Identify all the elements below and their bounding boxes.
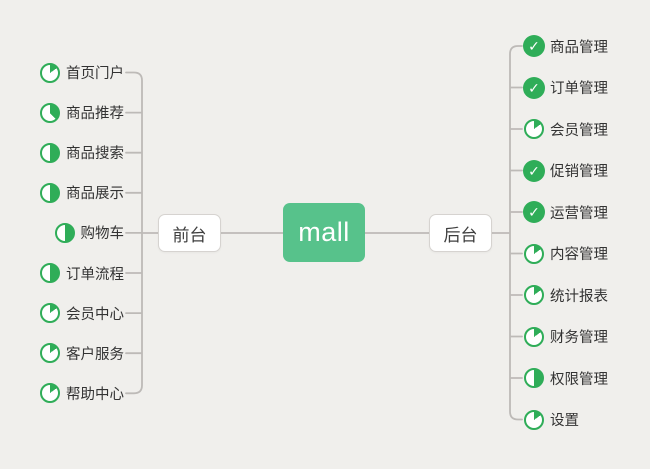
task-progress-icon (40, 102, 60, 123)
task-progress-icon (40, 142, 60, 163)
task-progress-icon (40, 182, 60, 203)
mindmap-topic[interactable]: 设置 (524, 408, 579, 432)
topic-label: 商品推荐 (66, 106, 124, 123)
task-progress-icon (40, 383, 60, 404)
task-progress-icon (524, 409, 544, 430)
topic-label: 财务管理 (550, 330, 608, 346)
mindmap-topic[interactable]: ✓ 运营管理 (523, 200, 608, 224)
topic-label: 内容管理 (550, 247, 608, 263)
mindmap-topic[interactable]: ✓ 订单管理 (523, 76, 608, 100)
topic-label: 运营管理 (550, 205, 608, 222)
topic-label: 订单管理 (550, 81, 608, 97)
mindmap-topic[interactable]: 商品推荐 (40, 101, 124, 125)
topic-label: 购物车 (80, 226, 125, 243)
mindmap-topic[interactable]: 商品展示 (40, 181, 124, 205)
topic-label: 统计报表 (550, 288, 608, 305)
task-progress-icon (524, 243, 544, 264)
topic-label: 商品展示 (66, 186, 124, 203)
mindmap-topic[interactable]: 权限管理 (524, 366, 608, 390)
task-progress-icon (40, 303, 60, 324)
task-done-icon: ✓ (523, 76, 545, 99)
branch-node-front[interactable]: 前台 (158, 214, 221, 252)
mindmap-topic[interactable]: 购物车 (54, 221, 125, 245)
topic-label: 设置 (550, 413, 579, 429)
task-progress-icon (524, 368, 544, 388)
mindmap-topic[interactable]: ✓ 促销管理 (523, 159, 608, 183)
topic-label: 会员中心 (66, 306, 124, 323)
topic-label: 首页门户 (66, 66, 124, 82)
task-progress-icon (524, 119, 544, 139)
topic-label: 权限管理 (550, 371, 608, 388)
root-node-mall[interactable]: mall (283, 203, 365, 262)
task-progress-icon (54, 222, 75, 243)
topic-label: 订单流程 (66, 266, 124, 283)
mindmap-topic[interactable]: 统计报表 (524, 283, 608, 307)
mindmap-topic[interactable]: 内容管理 (524, 242, 608, 266)
topic-label: 商品管理 (550, 39, 608, 56)
task-done-icon: ✓ (523, 159, 545, 182)
mindmap-topic[interactable]: 财务管理 (524, 325, 608, 349)
mindmap-topic[interactable]: ✓ 商品管理 (523, 34, 608, 58)
mindmap-topic[interactable]: 会员管理 (524, 117, 608, 141)
topic-label: 促销管理 (550, 164, 608, 180)
mindmap-topic[interactable]: 会员中心 (40, 301, 124, 325)
topic-label: 商品搜索 (66, 146, 124, 163)
task-done-icon: ✓ (523, 201, 545, 223)
task-progress-icon (40, 62, 60, 83)
mindmap-topic[interactable]: 客户服务 (40, 341, 124, 365)
branch-node-back[interactable]: 后台 (429, 214, 492, 252)
mindmap-topic[interactable]: 商品搜索 (40, 141, 124, 165)
topic-label: 帮助中心 (66, 386, 124, 403)
task-progress-icon (524, 326, 544, 347)
topic-label: 会员管理 (550, 122, 608, 139)
mindmap-topic[interactable]: 首页门户 (40, 61, 124, 85)
task-progress-icon (40, 343, 60, 364)
topic-label: 客户服务 (66, 346, 124, 363)
mindmap-topic[interactable]: 帮助中心 (40, 381, 124, 405)
task-progress-icon (40, 263, 60, 283)
task-progress-icon (524, 285, 544, 305)
task-done-icon: ✓ (523, 35, 545, 57)
mindmap-topic[interactable]: 订单流程 (40, 261, 124, 285)
